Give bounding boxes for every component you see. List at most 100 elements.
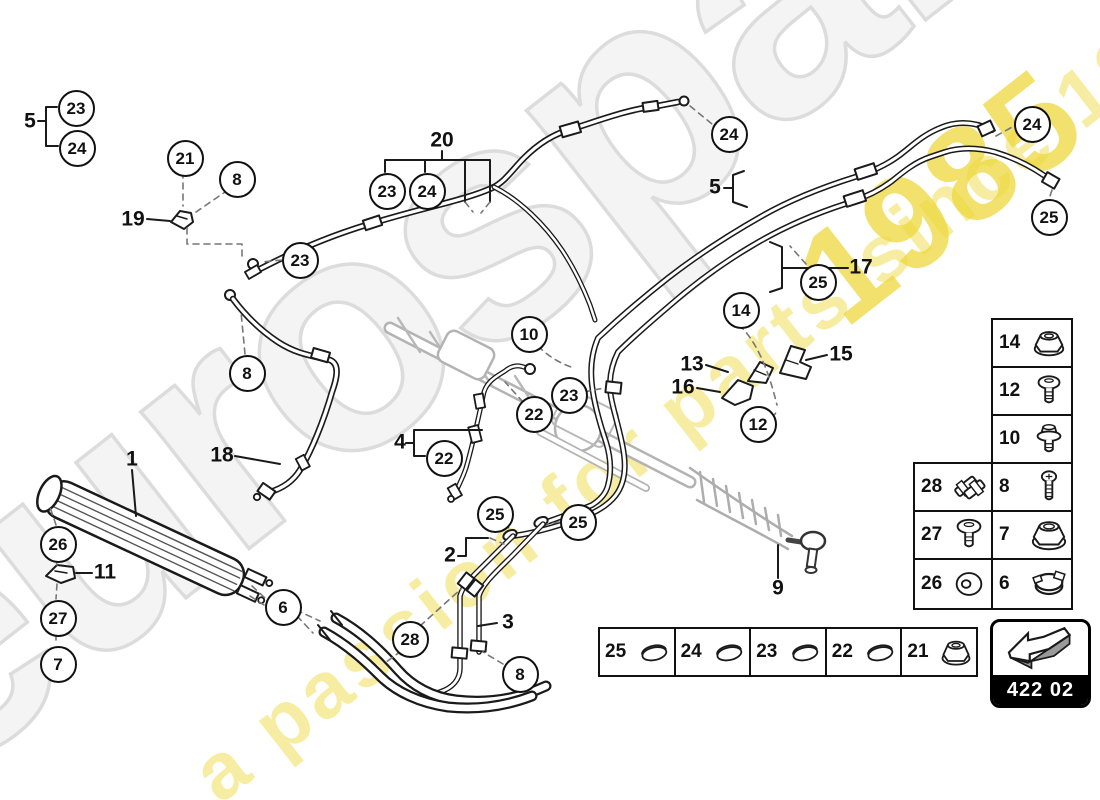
legend-cell-8: 8 bbox=[993, 464, 1071, 512]
part-label-5-0: 5 bbox=[24, 109, 36, 133]
legend-part-number: 12 bbox=[999, 380, 1021, 401]
callout-25-9: 25 bbox=[1030, 198, 1068, 236]
part-label-3-8: 3 bbox=[502, 610, 514, 634]
part-label-2-7: 2 bbox=[444, 543, 456, 567]
seal-ring-icon bbox=[640, 644, 667, 662]
strip-part-number: 24 bbox=[680, 641, 702, 662]
legend-cell-14: 14 bbox=[993, 320, 1071, 368]
strip-part-number: 22 bbox=[831, 641, 853, 662]
legend-part-number: 27 bbox=[921, 524, 943, 545]
callout-8-3: 8 bbox=[218, 160, 256, 198]
legend-cell-7: 7 bbox=[993, 512, 1071, 560]
callout-23-14: 23 bbox=[550, 376, 588, 414]
arrow-area bbox=[993, 622, 1088, 675]
callout-25-25: 25 bbox=[559, 503, 597, 541]
callout-28-22: 28 bbox=[391, 620, 429, 658]
hoses-2-3 bbox=[317, 521, 552, 714]
legend-cell-12: 12 bbox=[993, 368, 1071, 416]
callout-24-6: 24 bbox=[408, 172, 446, 210]
part-label-17-10: 17 bbox=[849, 255, 873, 279]
part-label-11-5: 11 bbox=[93, 560, 117, 584]
callout-10-13: 10 bbox=[510, 315, 548, 353]
pan-screw-icon bbox=[1040, 470, 1058, 501]
part-label-5-9: 5 bbox=[709, 175, 721, 199]
hose-18 bbox=[224, 289, 340, 502]
bent-arrow-icon bbox=[1007, 626, 1071, 669]
part-label-4-6: 4 bbox=[394, 430, 406, 454]
legend-part-number: 28 bbox=[921, 476, 943, 497]
part-label-20-2: 20 bbox=[430, 128, 454, 152]
callout-21-2: 21 bbox=[166, 139, 204, 177]
part-label-15-13: 15 bbox=[829, 342, 853, 366]
part-label-18-3: 18 bbox=[210, 443, 234, 467]
callout-22-15: 22 bbox=[515, 395, 553, 433]
callout-14-11: 14 bbox=[722, 291, 760, 329]
legend-part-number: 8 bbox=[999, 476, 1010, 497]
seal-ring-icon bbox=[791, 644, 819, 662]
callout-24-7: 24 bbox=[710, 115, 748, 153]
callout-27-19: 27 bbox=[39, 599, 77, 637]
callout-8-23: 8 bbox=[501, 655, 539, 693]
flange-nut-icon bbox=[941, 640, 971, 666]
strip-cell-23: 23 bbox=[751, 629, 827, 675]
legend-part-number: 14 bbox=[999, 332, 1021, 353]
pipes-5-17 bbox=[502, 119, 1061, 542]
washer-bolt-icon bbox=[1036, 424, 1062, 453]
strip-cell-24: 24 bbox=[675, 629, 752, 675]
dome-screw-icon bbox=[1037, 375, 1061, 404]
clip-11 bbox=[45, 564, 76, 584]
strip-cell-22: 22 bbox=[826, 629, 903, 675]
seal-strip: 25 24 23 bbox=[598, 627, 978, 677]
legend-cell-26: 26 bbox=[915, 560, 991, 608]
dome-screw-icon bbox=[956, 518, 982, 548]
legend-cell-27: 27 bbox=[915, 512, 991, 560]
legend-left-column: 28 27 26 bbox=[913, 462, 993, 610]
legend-cell-6: 6 bbox=[993, 560, 1071, 608]
section-code-box: 422 02 bbox=[990, 619, 1091, 708]
legend-part-number: 6 bbox=[999, 573, 1010, 594]
clip-19 bbox=[170, 210, 194, 230]
callout-23-5: 23 bbox=[368, 172, 406, 210]
part-label-13-11: 13 bbox=[680, 352, 704, 376]
legend-cell-10: 10 bbox=[993, 416, 1071, 464]
callout-8-17: 8 bbox=[228, 354, 266, 392]
flange-nut-icon bbox=[1033, 331, 1065, 357]
strip-part-number: 21 bbox=[907, 641, 929, 662]
legend-part-number: 7 bbox=[999, 524, 1010, 545]
part-label-1-4: 1 bbox=[126, 447, 138, 471]
callout-24-8: 24 bbox=[1013, 105, 1051, 143]
brackets-13-15-16 bbox=[721, 345, 812, 406]
flange-nut-icon bbox=[1031, 521, 1067, 551]
callout-6-21: 6 bbox=[264, 588, 302, 626]
part-label-9-14: 9 bbox=[772, 576, 784, 600]
part-label-16-12: 16 bbox=[671, 375, 695, 399]
callout-12-12: 12 bbox=[739, 405, 777, 443]
seal-ring-icon bbox=[867, 644, 894, 662]
legend-cell-28: 28 bbox=[915, 464, 991, 512]
strip-part-number: 25 bbox=[605, 641, 627, 662]
washer-icon bbox=[955, 572, 983, 596]
strip-cell-21: 21 bbox=[902, 629, 976, 675]
callout-23-4: 23 bbox=[281, 241, 319, 279]
clamp-ring-icon bbox=[1032, 570, 1066, 596]
strip-cell-25: 25 bbox=[600, 629, 676, 675]
callout-25-24: 25 bbox=[476, 495, 514, 533]
callout-23-0: 23 bbox=[57, 89, 95, 127]
callout-25-10: 25 bbox=[799, 263, 837, 301]
callout-7-20: 7 bbox=[39, 645, 77, 683]
part-label-19-1: 19 bbox=[121, 207, 145, 231]
legend-part-number: 10 bbox=[999, 428, 1021, 449]
callout-22-16: 22 bbox=[425, 439, 463, 477]
hose-20 bbox=[244, 95, 690, 323]
section-code: 422 02 bbox=[993, 675, 1088, 705]
strip-part-number: 23 bbox=[756, 641, 778, 662]
callout-24-1: 24 bbox=[58, 129, 96, 167]
spring-clamp-icon bbox=[954, 475, 986, 500]
legend-right-column: 14 12 10 bbox=[991, 318, 1073, 610]
seal-ring-icon bbox=[716, 644, 743, 662]
legend-part-number: 26 bbox=[921, 573, 943, 594]
callout-26-18: 26 bbox=[39, 525, 77, 563]
